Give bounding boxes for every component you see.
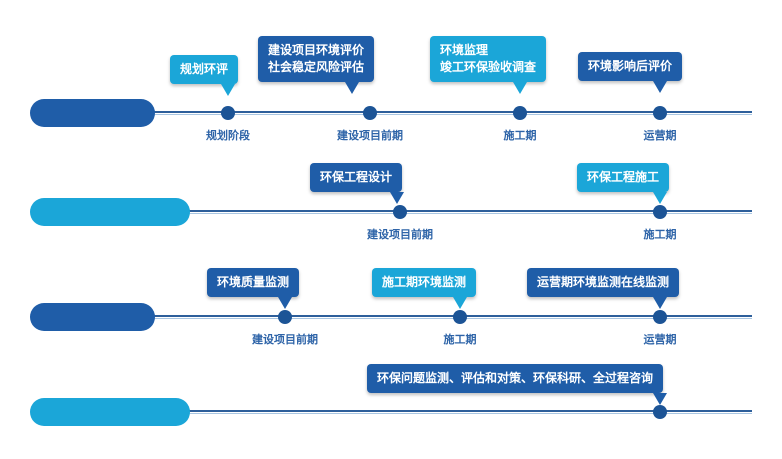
stage-label: 运营期 (643, 334, 677, 346)
timeline-track (95, 111, 752, 115)
callout-text: 环保工程施工 (587, 170, 660, 184)
track-line-bottom (95, 318, 752, 319)
row-start-pill (30, 398, 190, 426)
track-line-top (95, 210, 752, 212)
milestone-node (653, 205, 667, 219)
timeline-track (95, 315, 752, 319)
milestone-node (393, 205, 407, 219)
callout-text: 规划环评 (180, 62, 229, 76)
stage-label: 建设项目前期 (252, 334, 318, 346)
callout-tail (390, 192, 404, 204)
stage-label: 建设项目前期 (337, 130, 403, 142)
callout-text: 环保工程设计 (320, 170, 393, 184)
callout-text: 施工期环境监测 (382, 275, 467, 289)
track-line-bottom (95, 114, 752, 115)
callout-text: 环境影响后评价 (588, 59, 673, 73)
callout-tail (453, 297, 467, 309)
callout-tail (653, 192, 667, 204)
stage-label: 施工期 (503, 130, 537, 142)
callout-bubble: 环保问题监测、评估和对策、环保科研、全过程咨询 (367, 364, 667, 405)
callout-text: 环境质量监测 (217, 275, 290, 289)
callout-bubble: 环境质量监测 (207, 268, 300, 309)
callout-bubble: 规划环评 (170, 55, 239, 96)
row-start-pill (30, 198, 190, 226)
milestone-node (653, 310, 667, 324)
stage-label: 运营期 (643, 130, 677, 142)
milestone-node (653, 405, 667, 419)
milestone-node (513, 106, 527, 120)
callout-tail (345, 82, 359, 94)
row-start-pill (30, 303, 155, 331)
callout-bubble: 环境影响后评价 (578, 52, 683, 93)
callout-tail (513, 82, 527, 94)
callout-bubble: 环保工程设计 (310, 163, 404, 204)
stage-label: 建设项目前期 (367, 229, 433, 241)
callout-bubble: 环境监理 竣工环保验收调查 (430, 36, 547, 94)
milestone-node (453, 310, 467, 324)
milestone-node (363, 106, 377, 120)
track-line-top (95, 315, 752, 317)
callout-tail (653, 297, 667, 309)
callout-tail (278, 297, 292, 309)
callout-bubble: 运营期环境监测在线监测 (527, 268, 680, 309)
callout-text: 环保问题监测、评估和对策、环保科研、全过程咨询 (377, 371, 654, 385)
milestone-node (221, 106, 235, 120)
callout-tail (653, 81, 667, 93)
callout-text: 运营期环境监测在线监测 (537, 275, 670, 289)
callout-text: 建设项目环境评价 社会稳定风险评估 (268, 43, 365, 74)
callout-bubble: 建设项目环境评价 社会稳定风险评估 (258, 36, 375, 94)
stage-label: 施工期 (643, 229, 677, 241)
callout-tail (221, 84, 235, 96)
stage-label: 施工期 (443, 334, 477, 346)
callout-text: 环境监理 竣工环保验收调查 (440, 43, 537, 74)
stage-label: 规划阶段 (206, 130, 250, 142)
track-line-top (95, 410, 752, 412)
track-line-top (95, 111, 752, 113)
milestone-node (653, 106, 667, 120)
timeline-track (95, 210, 752, 214)
track-line-bottom (95, 213, 752, 214)
callout-bubble: 环保工程施工 (577, 163, 670, 204)
milestone-node (278, 310, 292, 324)
timeline-track (95, 410, 752, 414)
row-start-pill (30, 99, 155, 127)
track-line-bottom (95, 413, 752, 414)
callout-tail (653, 393, 667, 405)
callout-bubble: 施工期环境监测 (372, 268, 477, 309)
